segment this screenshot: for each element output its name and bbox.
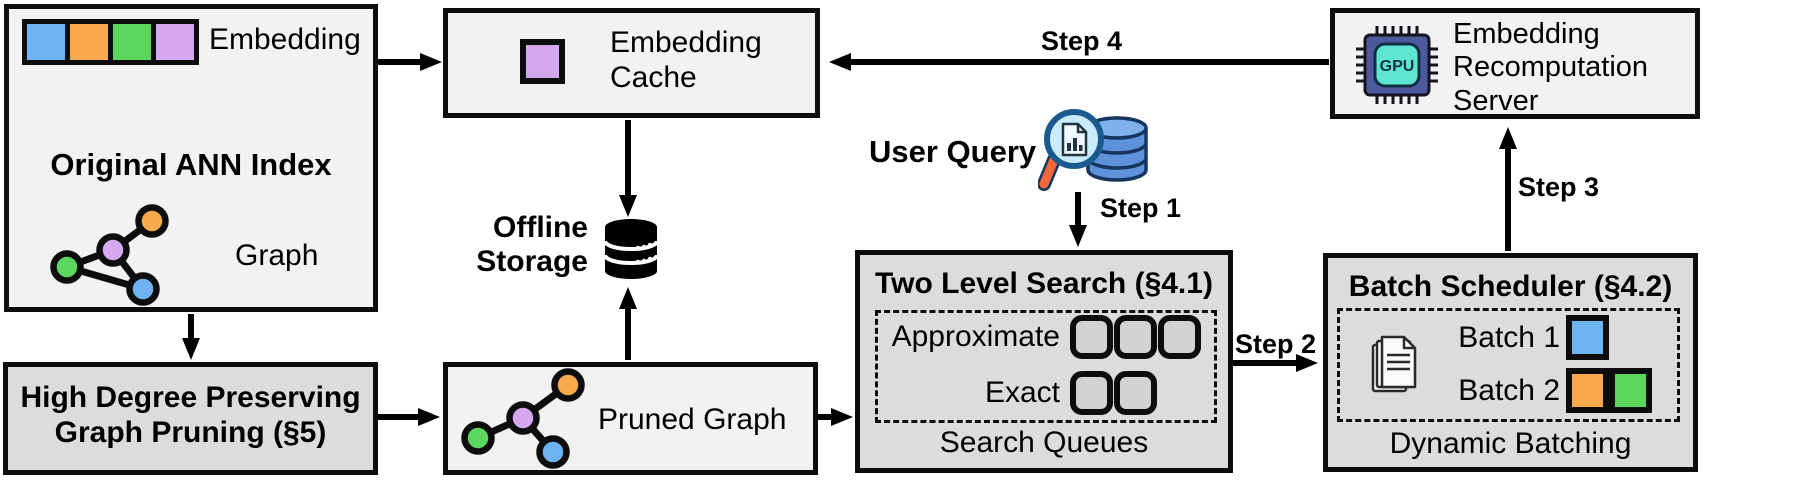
query-magnifier-database-icon	[1038, 109, 1148, 191]
queue-slot	[1114, 371, 1157, 415]
step-1-label: Step 1	[1100, 193, 1182, 223]
offline-storage-label: Offline Storage	[476, 211, 588, 278]
gpu-chip-label: GPU	[1380, 58, 1415, 75]
graph-icon	[50, 204, 169, 306]
dynamic-batching-caption: Dynamic Batching	[1389, 427, 1632, 460]
batch-1-label: Batch 1	[1458, 320, 1560, 354]
batch-item-blue	[1566, 315, 1609, 360]
approximate-queues	[1070, 315, 1201, 359]
embedding-cell-purple	[156, 24, 194, 60]
dynamic-batching-panel: Batch 1 Batch 2	[1337, 308, 1680, 422]
batch-2-label: Batch 2	[1458, 373, 1560, 407]
search-queues-panel: Approximate Exact	[875, 310, 1217, 423]
approximate-queue-row: Approximate	[878, 315, 1201, 359]
two-level-search-title: Two Level Search (§4.1)	[875, 267, 1213, 300]
step-2-label: Step 2	[1235, 329, 1317, 359]
recomputation-server-box: GPU Embedding Recomputation Server	[1330, 8, 1700, 119]
original-ann-index-title: Original ANN Index	[50, 147, 332, 182]
queue-slot	[1070, 315, 1113, 359]
graph-pruning-box: High Degree Preserving Graph Pruning (§5…	[3, 362, 378, 475]
two-level-search-box: Two Level Search (§4.1) Approximate Exac…	[855, 250, 1233, 473]
batch-item-green	[1609, 368, 1652, 413]
embedding-label: Embedding	[209, 23, 361, 56]
batch-2-items	[1566, 368, 1652, 413]
approximate-label: Approximate	[891, 320, 1060, 353]
gpu-chip-icon: GPU	[1356, 26, 1438, 104]
embedding-vector-strip	[22, 19, 199, 65]
original-ann-index-box: Embedding Original ANN Index Graph	[4, 4, 378, 312]
embedding-cache-box: Embedding Cache	[443, 8, 820, 118]
pruned-graph-label: Pruned Graph	[598, 403, 787, 436]
pruned-graph-box: Pruned Graph	[443, 362, 818, 475]
embedding-cell-blue	[27, 24, 65, 60]
batch-scheduler-title: Batch Scheduler (§4.2)	[1348, 270, 1673, 303]
graph-label: Graph	[235, 239, 319, 272]
step-3-label: Step 3	[1518, 172, 1600, 202]
embedding-cell-green	[113, 24, 151, 60]
batch-2-row: Batch 2	[1340, 368, 1652, 413]
exact-queues	[1070, 371, 1157, 415]
cached-embedding-square	[520, 39, 565, 84]
query-documents-icon	[1371, 335, 1417, 393]
batch-item-orange	[1566, 368, 1609, 413]
graph-pruning-title: High Degree Preserving Graph Pruning (§5…	[20, 381, 361, 449]
search-queues-caption: Search Queues	[939, 426, 1149, 459]
offline-storage-database-icon	[603, 219, 659, 279]
exact-queue-row: Exact	[878, 371, 1157, 415]
embedding-cache-label: Embedding Cache	[610, 26, 762, 95]
batch-1-items	[1566, 315, 1609, 360]
recomputation-server-label: Embedding Recomputation Server	[1453, 18, 1649, 117]
queue-slot	[1070, 371, 1113, 415]
user-query-label: User Query	[869, 134, 1037, 169]
batch-1-row: Batch 1	[1340, 315, 1609, 360]
step-4-label: Step 4	[1041, 26, 1123, 56]
batch-scheduler-box: Batch Scheduler (§4.2) Batch 1 Batch 2	[1323, 253, 1698, 472]
pruned-graph-icon	[461, 368, 585, 469]
queue-slot	[1158, 315, 1201, 359]
embedding-cell-orange	[70, 24, 108, 60]
queue-slot	[1114, 315, 1157, 359]
exact-label: Exact	[984, 376, 1060, 409]
